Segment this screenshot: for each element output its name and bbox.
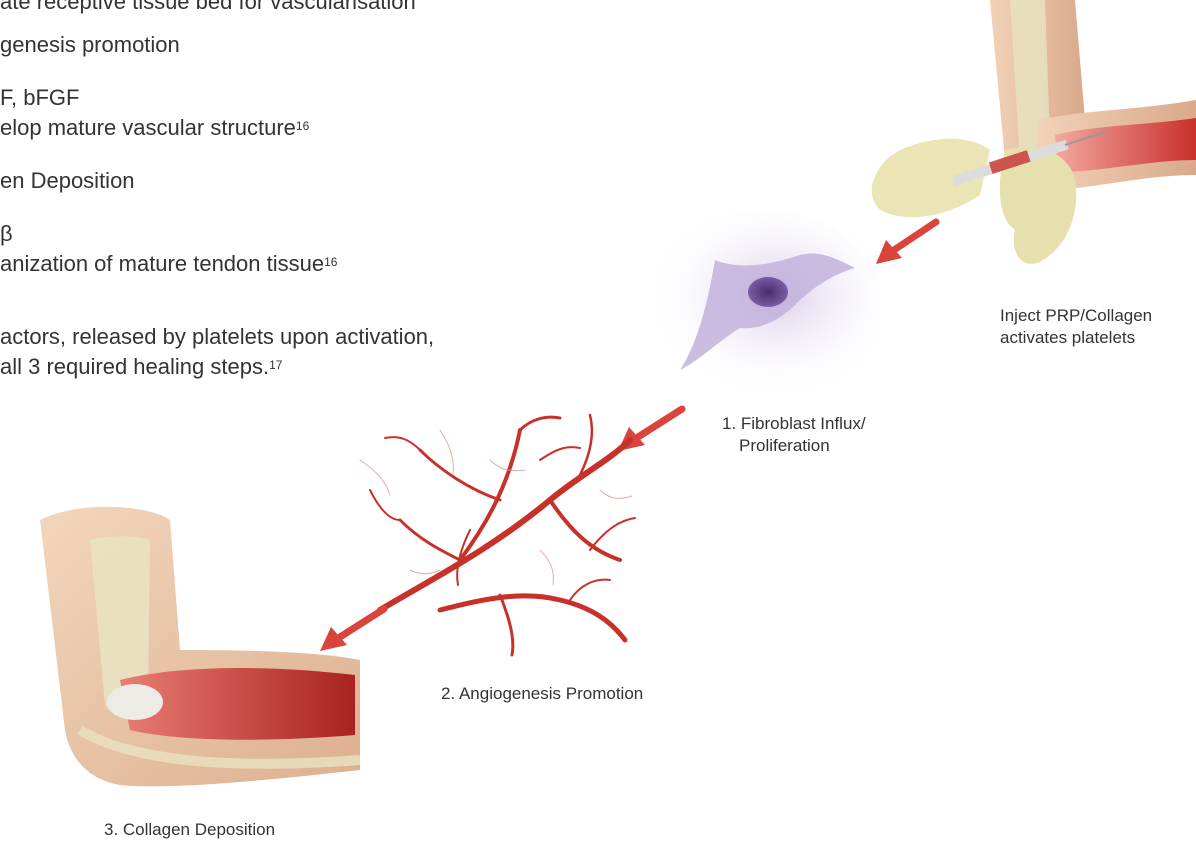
caption-fibroblast-1: 1. Fibroblast Influx/ [722,413,866,435]
reference-16a: 16 [296,119,309,133]
reference-17: 17 [269,358,282,372]
caption-inject-2: activates platelets [1000,327,1135,349]
text-line-6: β [0,220,13,248]
fibroblast-illustration [620,210,880,410]
reference-16b: 16 [324,255,337,269]
text-line-7: anization of mature tendon tissue16 [0,250,337,278]
healed-elbow-illustration [20,480,380,810]
text-line-1: ate receptive tissue bed for vascularisa… [0,0,416,16]
caption-fibroblast-2: Proliferation [739,435,830,457]
caption-inject-1: Inject PRP/Collagen [1000,305,1152,327]
caption-angiogenesis: 2. Angiogenesis Promotion [441,683,643,705]
text-line-5: en Deposition [0,167,135,195]
text-line-2: genesis promotion [0,31,180,59]
text-line-9: all 3 required healing steps.17 [0,353,282,381]
text-line-8: actors, released by platelets upon activ… [0,323,434,351]
caption-collagen: 3. Collagen Deposition [104,819,275,841]
text-line-3: F, bFGF [0,84,79,112]
text-line-4: elop mature vascular structure16 [0,114,309,142]
